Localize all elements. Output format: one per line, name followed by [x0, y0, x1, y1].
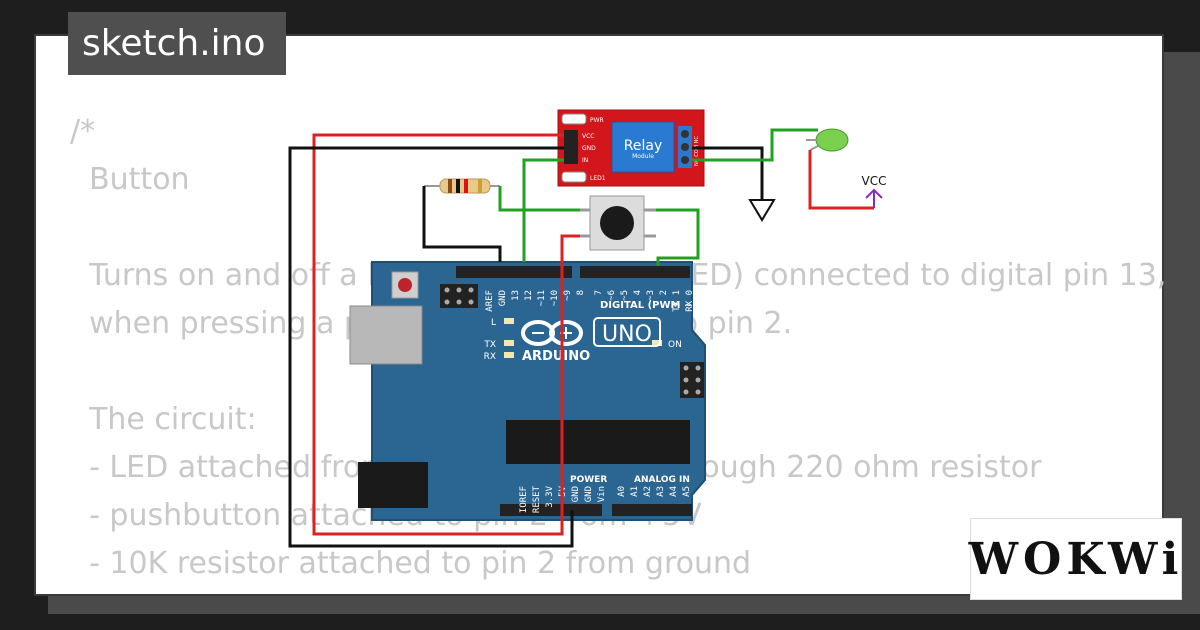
wire-black-gnd: [288, 146, 574, 548]
vcc-icon: VCC: [862, 174, 887, 208]
relay-subtitle: Module: [632, 153, 654, 160]
wire-green-button: [656, 208, 700, 266]
pin-label: ~5: [620, 290, 630, 301]
power-header: [500, 504, 602, 516]
wires: [288, 128, 874, 548]
relay-contacts-label: NO COM NC: [694, 136, 700, 166]
led-on: [652, 340, 662, 346]
led-on-label: ON: [668, 340, 682, 350]
led-rx-label: RX: [484, 352, 496, 362]
relay-pin-vcc: VCC: [582, 133, 594, 140]
pin-label: 8: [576, 290, 586, 295]
usb-port: [349, 305, 423, 365]
resistor[interactable]: [424, 178, 500, 194]
pin-label: ~11: [537, 290, 547, 306]
digital-header-left: [456, 266, 572, 278]
pin-label: TX 1: [672, 290, 682, 312]
file-tab[interactable]: sketch.ino: [68, 12, 286, 75]
power-pin-label: RESET: [532, 485, 542, 513]
green-led[interactable]: [806, 128, 849, 152]
analog-pin-label: A1: [630, 486, 640, 497]
analog-pin-label: A2: [643, 486, 653, 497]
wire-green-led: [692, 128, 818, 162]
power-pin-label: Vin: [597, 486, 607, 502]
pushbutton[interactable]: [578, 195, 656, 251]
reset-button-cap[interactable]: [398, 278, 412, 292]
wire-black-resistor: [422, 186, 502, 262]
power-label: POWER: [570, 475, 607, 485]
led-tx: [504, 340, 514, 346]
pin-label: 12: [524, 290, 534, 301]
board-model: UNO: [602, 322, 652, 347]
power-jack: [358, 462, 428, 508]
analog-pin-label: A4: [669, 486, 679, 497]
led-l: [504, 318, 514, 324]
relay-led-label: LED1: [590, 175, 606, 182]
ground-icon: [748, 199, 776, 222]
power-pin-label: 3.3V: [545, 485, 555, 507]
power-pin-label: IOREF: [519, 486, 529, 513]
pin-label: 2: [659, 290, 669, 295]
icsp-header-2: [680, 362, 704, 398]
pin-label: 13: [511, 290, 521, 301]
pin-label: ~6: [607, 290, 617, 301]
led-rx: [504, 352, 514, 358]
pin-label: 7: [594, 290, 604, 295]
relay-title: Relay: [624, 138, 662, 154]
wokwi-logo-text: WOKWi: [968, 533, 1184, 585]
analog-pin-label: A0: [617, 486, 627, 497]
analog-pin-label: A3: [656, 486, 666, 497]
board-brand: ARDUINO: [522, 349, 590, 364]
wire-green-in: [522, 158, 564, 262]
relay-pin-in: IN: [582, 157, 588, 164]
led-l-label: L: [491, 318, 496, 328]
power-pin-label: GND: [571, 486, 581, 502]
code-line: - 10K resistor attached to pin 2 from gr…: [70, 546, 752, 581]
pin-label: ~9: [563, 290, 573, 301]
icsp-header: [440, 284, 478, 308]
wire-green-resistor: [498, 186, 580, 212]
led-tx-label: TX: [483, 340, 496, 350]
wire-black-ground: [692, 146, 764, 200]
atmega-chip: [506, 420, 690, 464]
pin-label: ~3: [646, 290, 656, 301]
analog-pin-label: A5: [682, 486, 692, 497]
code-line: Button: [70, 162, 190, 197]
analog-label: ANALOG IN: [634, 475, 690, 485]
code-line: /*: [70, 114, 96, 149]
relay-module[interactable]: PWR LED1 VCC GND IN Relay Module NO COM …: [557, 109, 705, 187]
pin-label: ~10: [550, 290, 560, 306]
pin-label: AREF: [485, 290, 495, 312]
vcc-label: VCC: [862, 174, 887, 188]
digital-label: DIGITAL (PWM ~): [600, 300, 697, 311]
arduino-uno-board[interactable]: AREF GND 13 12 ~11 ~10 ~9 8 7 ~6 ~5 4 ~3…: [349, 261, 706, 521]
wire-red-led: [808, 150, 874, 210]
digital-header-right: [580, 266, 690, 278]
pin-label: 4: [633, 290, 643, 295]
pin-label: RX 0: [685, 290, 695, 312]
code-line: The circuit:: [70, 402, 257, 437]
analog-header: [612, 504, 692, 516]
pin-label: GND: [498, 290, 508, 306]
relay-pin-gnd: GND: [582, 145, 596, 152]
wokwi-logo: WOKWi: [968, 518, 1184, 600]
relay-pwr-label: PWR: [590, 117, 604, 124]
power-pin-label: GND: [584, 486, 594, 502]
wire-red-vcc: [312, 133, 580, 536]
file-tab-label: sketch.ino: [82, 23, 266, 64]
